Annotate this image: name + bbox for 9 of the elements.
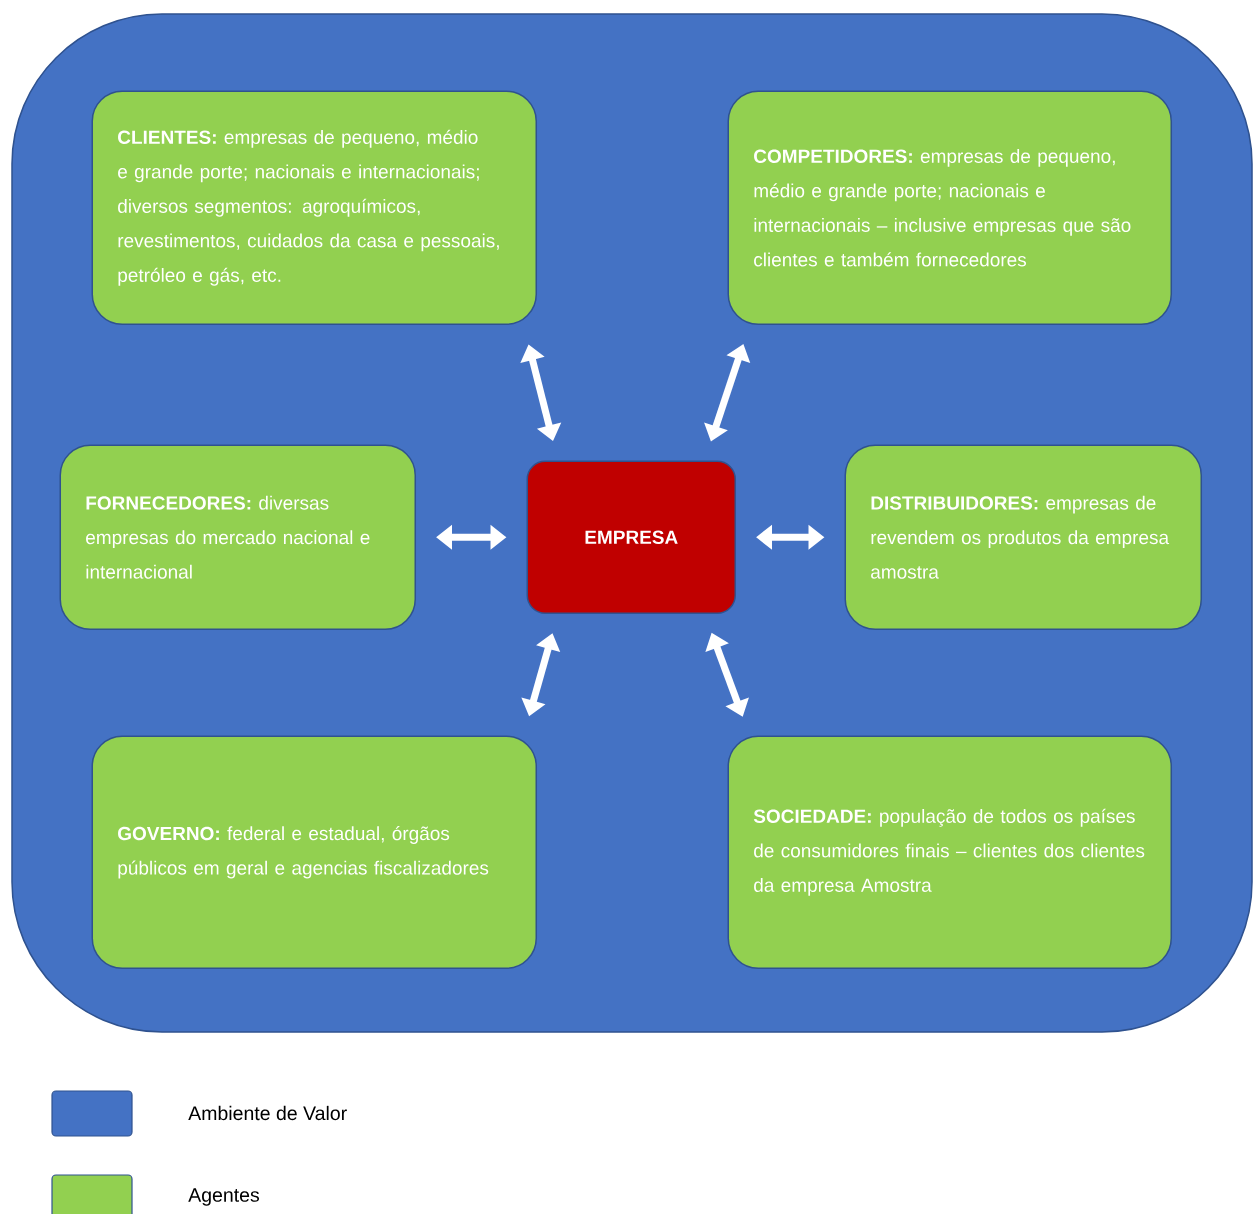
agent-box: CLIENTES: empresas de pequeno, médio e grande porte; nacionais e internacionais; diversos segmentos: agroquímicos, revestimentos, cuidados da casa e pessoais, petróleo e gás, etc.: [91, 90, 537, 325]
legend-label: Ambiente de Valor: [188, 1105, 347, 1121]
agent-box: FORNECEDORES: diversas empresas do mercado nacional e internacional: [59, 444, 416, 630]
agent-box: GOVERNO: federal e estadual, órgãos públicos em geral e agencias fiscalizadores: [91, 735, 537, 969]
agent-box: DISTRIBUIDORES: empresas de revendem os produtos da empresa amostra: [844, 444, 1202, 630]
company-box: EMPRESA: [526, 460, 736, 614]
agent-box: COMPETIDORES: empresas de pequeno, médio e grande porte; nacionais e internacionais – inclusive empresas que são clientes e também fornecedores: [727, 90, 1172, 325]
legend-label: Agentes: [188, 1188, 260, 1206]
agent-box: SOCIEDADE: população de todos os países de consumidores finais – clientes dos clientes da empresa Amostra: [727, 735, 1172, 969]
